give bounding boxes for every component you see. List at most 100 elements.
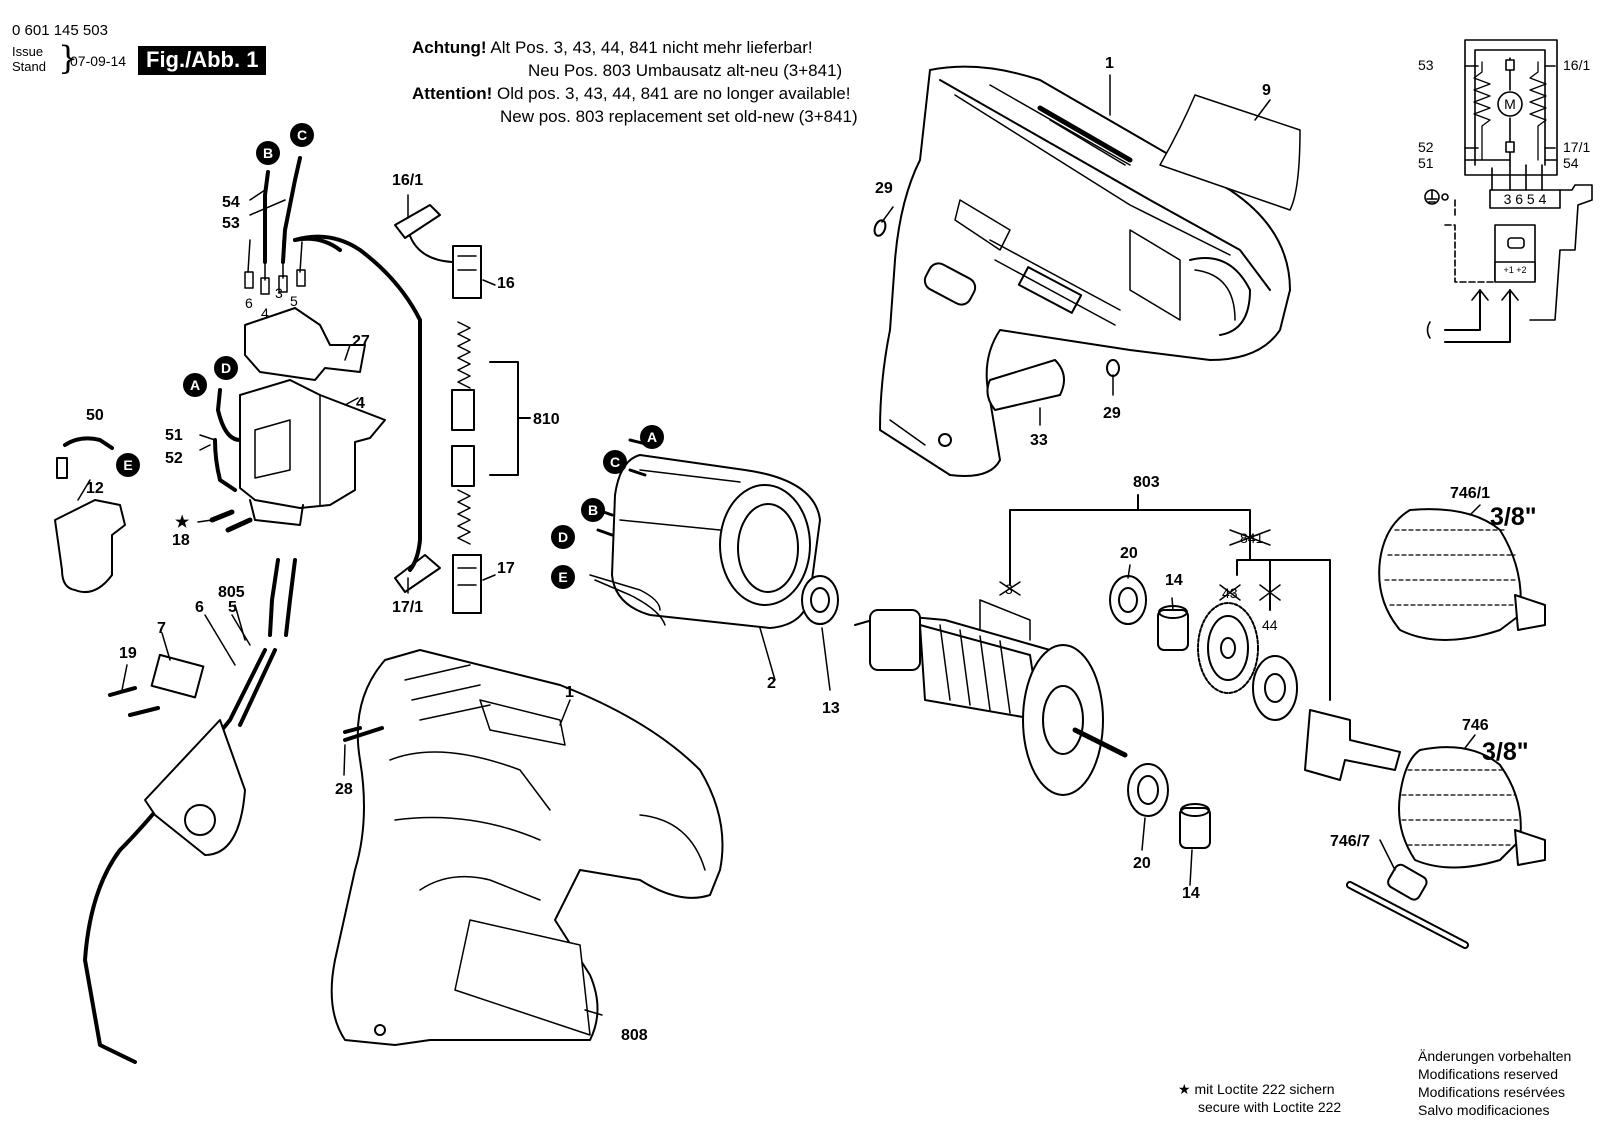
label-29a: 29 (875, 180, 893, 197)
issue-labels: Issue Stand (12, 44, 46, 74)
mod-fr: Modifications resérvées (1418, 1084, 1566, 1100)
schematic-52: 52 (1418, 139, 1434, 155)
label-6b: 6 (195, 599, 204, 616)
label-5b: 5 (228, 599, 237, 616)
chuck-746-1-drawing (1378, 508, 1546, 641)
screw-28-drawing (343, 726, 384, 742)
mod-es: Salvo modificaciones (1418, 1102, 1550, 1118)
loctite-note: ★ mit Loctite 222 sichern secure with Lo… (1178, 1080, 1341, 1116)
label-17-1: 17/1 (392, 599, 423, 616)
slider-33-drawing (986, 359, 1065, 411)
label-33: 33 (1030, 432, 1048, 449)
marker-B2-circle (581, 498, 605, 522)
marker-C: C (297, 127, 307, 143)
brush-holder-16-drawing (452, 245, 482, 299)
retainer-12-drawing (54, 499, 126, 594)
chuck-size-lower: 3/8" (1482, 738, 1529, 766)
marker-D-circle (214, 356, 238, 380)
part-labels: 1 9 29 29 33 16/1 16 810 17 17/1 54 53 6… (86, 55, 1537, 1044)
label-54: 54 (222, 194, 240, 211)
bearing-20-upper-drawing (1109, 575, 1147, 625)
stand-label: Stand (12, 59, 46, 74)
figure-badge: Fig./Abb. 1 (138, 46, 267, 75)
schematic-51: 51 (1418, 155, 1434, 171)
clamp-7-drawing (150, 653, 205, 699)
kit-803-bracket (999, 494, 1331, 701)
label-746-1: 746/1 (1450, 485, 1490, 502)
carbon-brush-16-1-drawing (394, 204, 453, 263)
power-cable-drawing (83, 648, 267, 1064)
brush-holder-17-drawing (452, 554, 482, 614)
label-746-7: 746/7 (1330, 833, 1370, 850)
marker-A2: A (647, 429, 657, 445)
field-stator-drawing (589, 438, 821, 629)
label-841: 841 (1240, 530, 1264, 546)
issue-date: 07-09-14 (70, 53, 127, 69)
footer-star: ★ (1178, 1081, 1191, 1097)
bearing-44-drawing (1252, 655, 1298, 721)
marker-A2-circle (640, 425, 664, 449)
loctite-en: secure with Loctite 222 (1198, 1099, 1342, 1115)
wire-markers: B C A D E A C B D E (116, 123, 664, 589)
armature-drawing (854, 599, 1128, 796)
label-4b: 4 (356, 395, 365, 412)
part-number: 0 601 145 503 (12, 22, 108, 39)
label-4: 4 (261, 305, 269, 321)
gear-43-drawing (1197, 602, 1259, 694)
chuck-key-746-7-drawing (1346, 863, 1469, 949)
schematic-16-1: 16/1 (1563, 57, 1590, 73)
schematic-switch-top: +1 +2 (1503, 265, 1526, 275)
chuck-746-drawing (1398, 746, 1546, 869)
sleeve-14-upper-drawing (1157, 605, 1189, 651)
label-27: 27 (352, 333, 370, 350)
nameplate-808-drawing (454, 919, 591, 1036)
label-53: 53 (222, 215, 240, 232)
mod-de: Änderungen vorbehalten (1418, 1048, 1572, 1064)
label-16: 16 (497, 275, 515, 292)
housing-front-drawing (330, 649, 724, 1046)
label-18: 18 (172, 532, 190, 549)
notice-de-line2: Neu Pos. 803 Umbausatz alt-neu (3+841) (528, 61, 843, 80)
notice-en-line2: New pos. 803 replacement set old-new (3+… (500, 107, 858, 126)
schematic-motor: M (1504, 96, 1516, 112)
terminal-wires-drawing (244, 239, 306, 295)
marker-C2-circle (603, 450, 627, 474)
oring-29a (873, 219, 887, 237)
label-6: 6 (245, 295, 253, 311)
label-43: 43 (1222, 585, 1238, 601)
label-20a: 20 (1120, 545, 1138, 562)
label-14a: 14 (1165, 572, 1183, 589)
label-50: 50 (86, 407, 104, 424)
notice-de-bold: Achtung! (412, 38, 487, 57)
marker-D2: D (558, 529, 568, 545)
marker-C2: C (610, 454, 620, 470)
label-52: 52 (165, 450, 183, 467)
loctite-de: mit Loctite 222 sichern (1194, 1081, 1335, 1097)
schematic-labels: 53 16/1 52 17/1 51 54 M 3 6 5 4 +1 +2 (1418, 57, 1590, 275)
label-17: 17 (497, 560, 515, 577)
label-51: 51 (165, 427, 183, 444)
issue-label: Issue (12, 44, 44, 59)
label-9: 9 (1262, 82, 1271, 99)
marker-E: E (123, 457, 132, 473)
schematic-53: 53 (1418, 57, 1434, 73)
label-13: 13 (822, 700, 840, 717)
label-3: 3 (275, 285, 283, 301)
marker-B: B (263, 145, 273, 161)
marker-E2-circle (551, 565, 575, 589)
marker-A: A (190, 377, 200, 393)
label-746: 746 (1462, 717, 1489, 734)
label-7: 7 (157, 620, 166, 637)
label-805: 805 (218, 584, 245, 601)
label-2: 2 (767, 675, 776, 692)
label-star: ★ (175, 514, 190, 531)
label-810: 810 (533, 411, 560, 428)
screws-18-drawing (209, 509, 253, 533)
modifications-note: Änderungen vorbehalten Modifications res… (1418, 1047, 1571, 1119)
nameplate-drawing (1159, 94, 1301, 211)
bearing-20-lower-drawing (1127, 763, 1169, 817)
oring-29b (1106, 359, 1120, 377)
schematic-terminals: 3 6 5 4 (1504, 191, 1547, 207)
label-20b: 20 (1133, 855, 1151, 872)
label-19: 19 (119, 645, 137, 662)
